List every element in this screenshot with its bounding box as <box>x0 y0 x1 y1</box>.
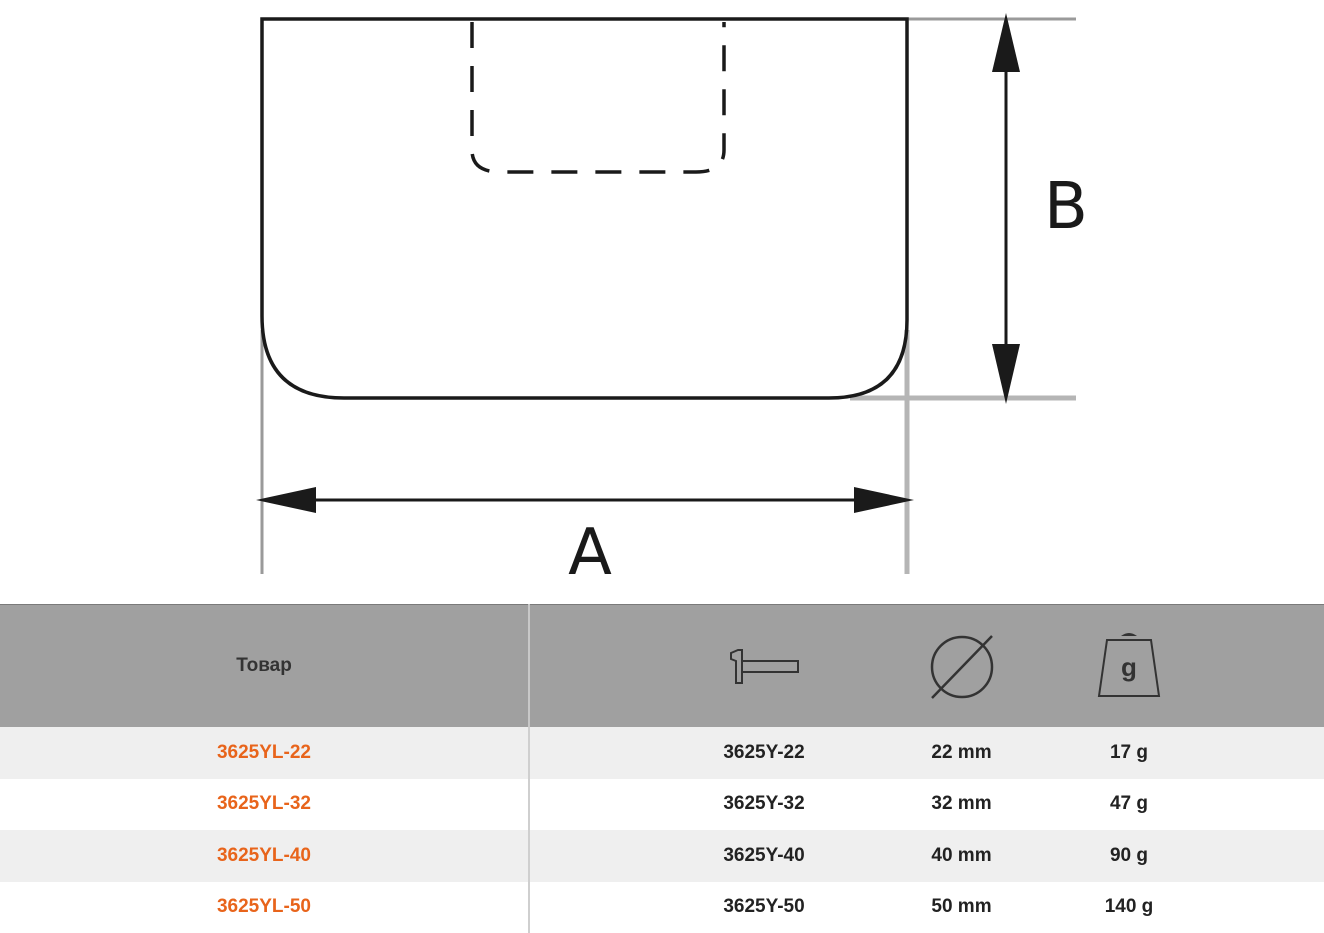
arrow-down-icon <box>992 344 1020 404</box>
column-header-product: Товар <box>0 604 530 727</box>
table-row: 3625YL-22 3625Y-22 22 mm 17 g <box>0 727 1324 779</box>
weight-unit-label: g <box>1121 652 1137 682</box>
product-ref: 3625Y-50 <box>629 881 899 933</box>
product-diameter: 50 mm <box>899 881 1024 933</box>
arrow-right-icon <box>854 487 914 513</box>
product-link[interactable]: 3625YL-32 <box>0 778 530 830</box>
table-header-row: Товар g <box>0 604 1324 727</box>
dimension-label-b: B <box>1044 170 1088 244</box>
column-header-spacer <box>529 604 629 727</box>
arrow-left-icon <box>256 487 316 513</box>
product-diameter: 22 mm <box>899 727 1024 779</box>
product-link[interactable]: 3625YL-40 <box>0 830 530 882</box>
product-link[interactable]: 3625YL-22 <box>0 727 530 779</box>
table-row: 3625YL-50 3625Y-50 50 mm 140 g <box>0 881 1324 933</box>
column-header-end <box>1234 604 1324 727</box>
product-ref: 3625Y-22 <box>629 727 899 779</box>
weight-icon: g <box>1097 633 1161 697</box>
hammer-icon <box>730 649 799 684</box>
part-outline <box>260 17 909 400</box>
spec-table: Товар g <box>0 604 1324 933</box>
technical-drawing: A B <box>256 13 1088 590</box>
product-ref: 3625Y-32 <box>629 778 899 830</box>
product-weight: 47 g <box>1024 778 1234 830</box>
product-weight: 90 g <box>1024 830 1234 882</box>
diameter-icon <box>930 635 993 699</box>
product-link[interactable]: 3625YL-50 <box>0 881 530 933</box>
dimension-diagram: A B <box>256 13 1088 590</box>
arrow-up-icon <box>992 13 1020 72</box>
hidden-slot-outline <box>470 22 726 174</box>
column-header-hammer <box>629 604 899 727</box>
dimension-label-a: A <box>568 516 612 590</box>
product-ref: 3625Y-40 <box>629 830 899 882</box>
product-weight: 140 g <box>1024 881 1234 933</box>
column-header-weight: g <box>1024 604 1234 727</box>
product-diameter: 32 mm <box>899 778 1024 830</box>
table-row: 3625YL-32 3625Y-32 32 mm 47 g <box>0 778 1324 830</box>
column-header-diameter <box>899 604 1024 727</box>
table-row: 3625YL-40 3625Y-40 40 mm 90 g <box>0 830 1324 882</box>
product-weight: 17 g <box>1024 727 1234 779</box>
product-diameter: 40 mm <box>899 830 1024 882</box>
